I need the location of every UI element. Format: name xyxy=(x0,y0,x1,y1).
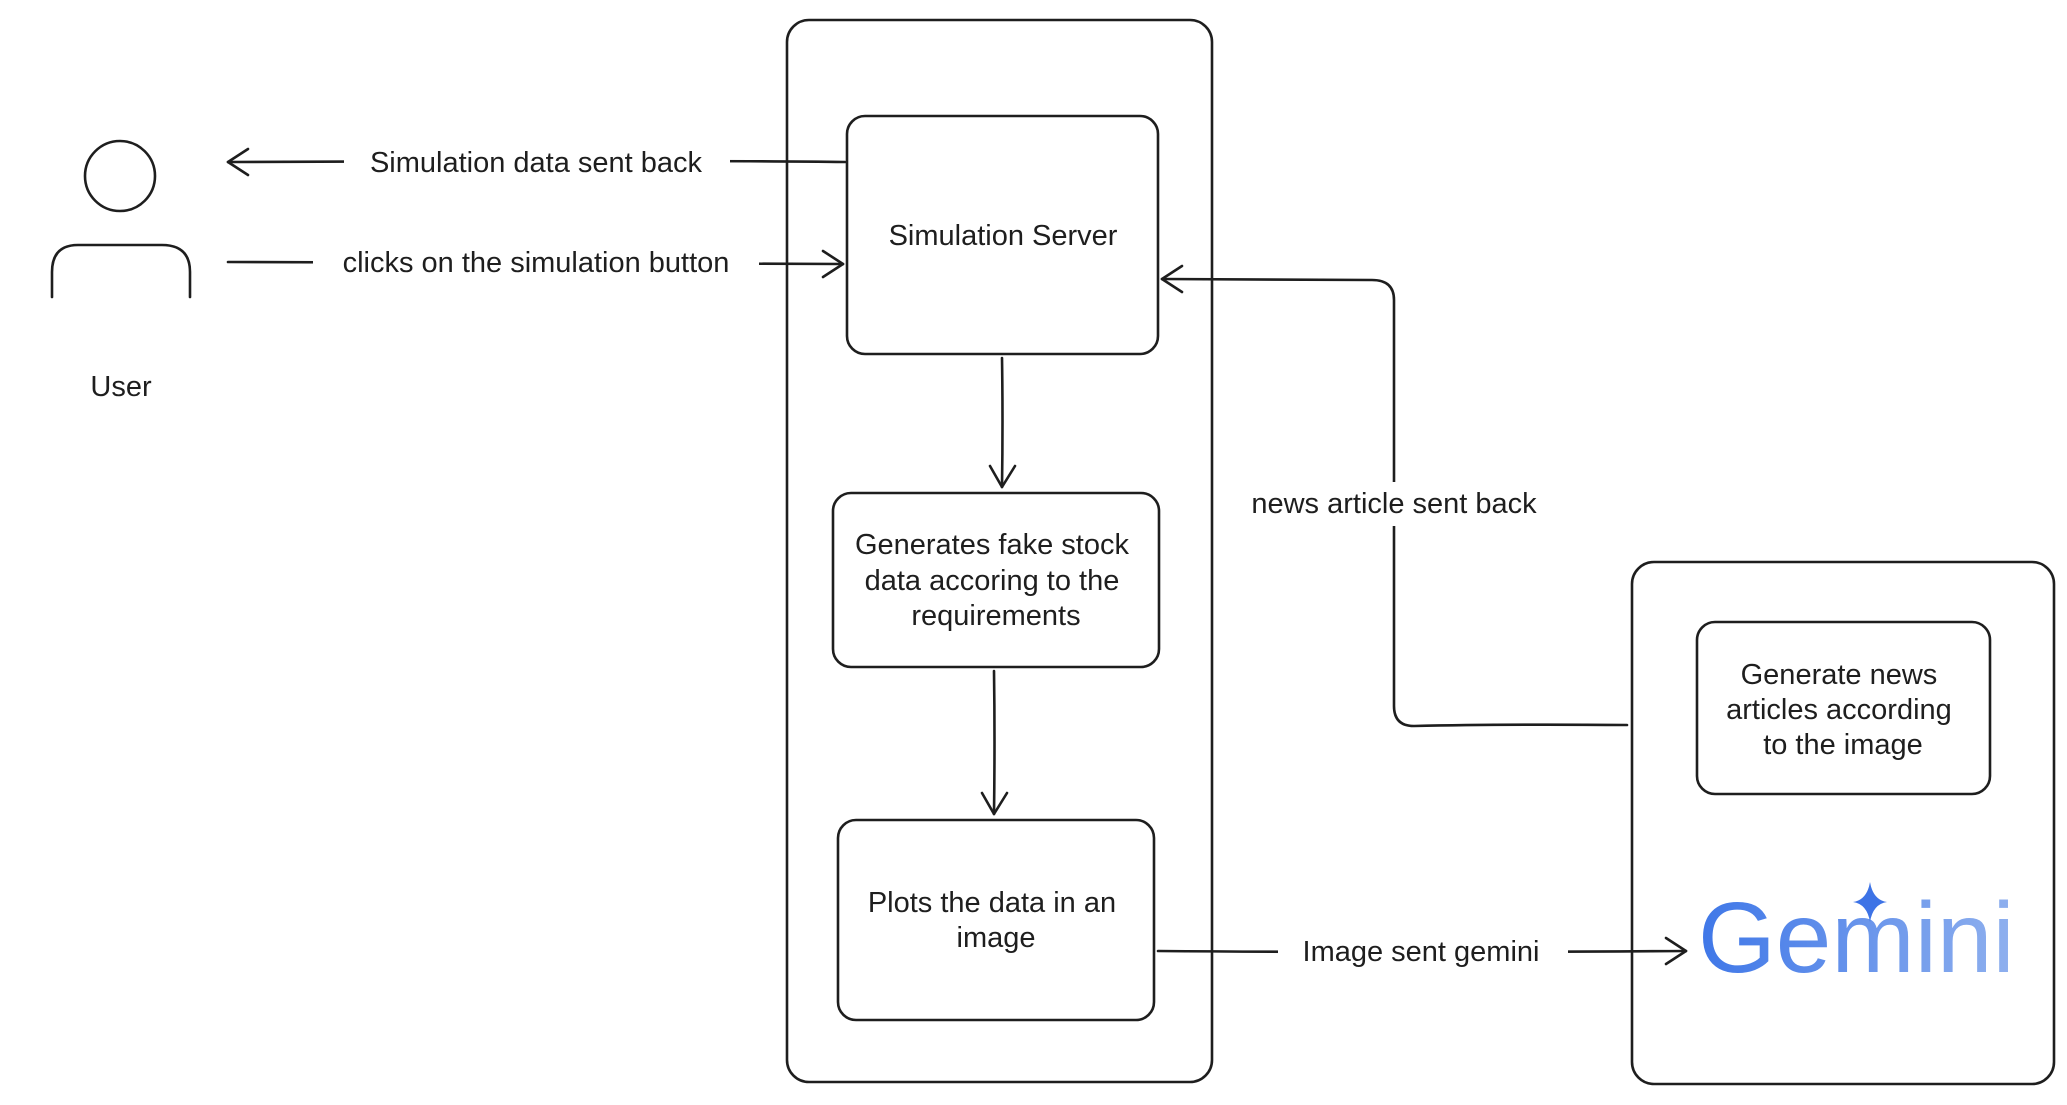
user-icon xyxy=(50,139,192,299)
arrow-news-back xyxy=(1160,264,1629,728)
node-generate-news xyxy=(1695,620,1992,796)
simulation-server-label: Simulation Server xyxy=(889,220,1118,252)
generate-news-line-1: Generate news xyxy=(1741,659,1938,691)
generate-stock-label: Generates fake stock data accoring to th… xyxy=(855,529,1137,632)
news-back-label: news article sent back xyxy=(1251,488,1537,520)
image-sent-label-bg xyxy=(1278,928,1568,972)
plot-data-line-2: image xyxy=(957,922,1036,954)
node-simulation-server xyxy=(845,114,1160,356)
node-generate-stock xyxy=(831,491,1161,669)
clicks-label-bg xyxy=(313,240,759,284)
arrow-stock-to-plot xyxy=(980,669,1009,816)
clicks-label: clicks on the simulation button xyxy=(343,247,730,279)
generate-stock-line-2: data accoring to the xyxy=(865,565,1120,597)
data-back-label-bg xyxy=(344,138,730,182)
plot-data-label: Plots the data in an image xyxy=(868,887,1124,954)
generate-news-line-2: articles according xyxy=(1726,694,1952,726)
image-sent-label: Image sent gemini xyxy=(1303,936,1540,968)
gemini-logo: Gemini xyxy=(1698,882,2015,994)
generate-news-line-3: to the image xyxy=(1763,729,1923,761)
news-back-label-bg xyxy=(1230,482,1560,526)
user-label: User xyxy=(90,371,152,403)
gemini-logo-text: Gemini xyxy=(1698,882,2015,994)
generate-stock-line-1: Generates fake stock xyxy=(855,529,1130,561)
generate-stock-line-3: requirements xyxy=(911,600,1080,632)
gemini-sparkle-icon xyxy=(1853,882,1887,922)
node-plot-data xyxy=(836,818,1156,1022)
plot-data-line-1: Plots the data in an xyxy=(868,887,1116,919)
generate-news-label: Generate news articles according to the … xyxy=(1726,659,1960,761)
data-back-label: Simulation data sent back xyxy=(370,147,703,179)
arrow-server-to-stock xyxy=(988,356,1017,489)
